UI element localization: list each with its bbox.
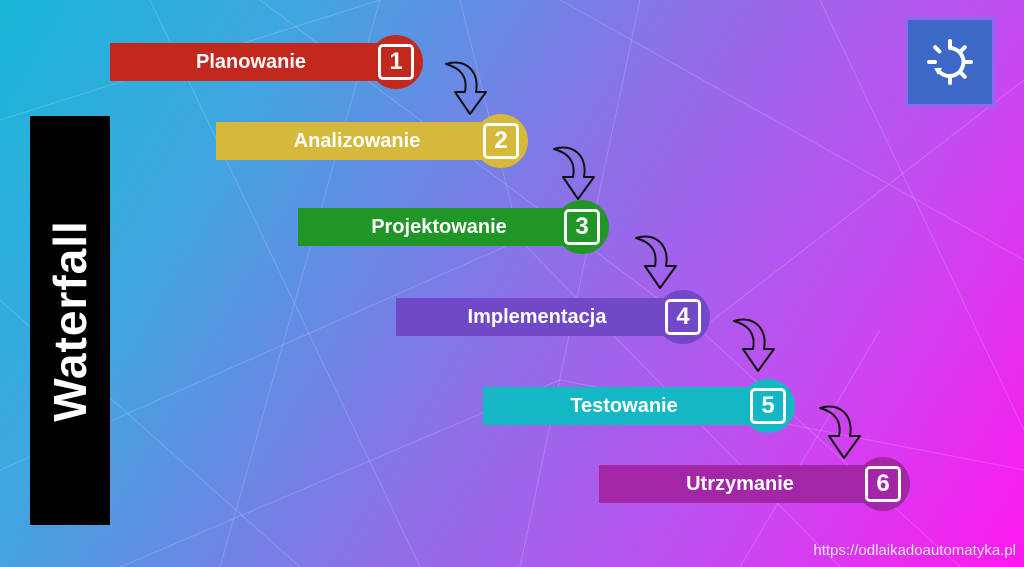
- down-arrow-icon: [635, 235, 677, 289]
- down-arrow-icon: [445, 61, 487, 115]
- stage-label: Projektowanie: [371, 215, 507, 238]
- down-arrow-icon: [553, 146, 595, 200]
- diagram-title: Waterfall: [44, 219, 96, 422]
- stage-number: 5: [750, 388, 786, 424]
- stage-number-badge: 5: [741, 379, 795, 433]
- stage-label: Analizowanie: [293, 129, 421, 152]
- stage-label: Planowanie: [195, 50, 307, 73]
- down-arrow-icon: [733, 318, 775, 372]
- stage-number: 6: [865, 466, 901, 502]
- gear-icon: [927, 39, 973, 85]
- website-url: https://odlaikadoautomatyka.pl: [813, 542, 1016, 559]
- stage-number: 3: [564, 209, 600, 245]
- stage-number-badge: 2: [474, 114, 528, 168]
- stage-number-badge: 1: [369, 35, 423, 89]
- stage-bar-analizowanie: Analizowanie: [216, 122, 498, 160]
- stage-label: Utrzymanie: [686, 472, 794, 495]
- stage-number: 4: [665, 299, 701, 335]
- stage-bar-projektowanie: Projektowanie: [298, 208, 580, 246]
- stage-label: Testowanie: [570, 394, 678, 417]
- stage-bar-planowanie: Planowanie: [110, 43, 392, 81]
- stage-bar-implementacja: Implementacja: [396, 298, 678, 336]
- stage-number: 2: [483, 123, 519, 159]
- stage-number: 1: [378, 44, 414, 80]
- stage-number-badge: 4: [656, 290, 710, 344]
- stage-bar-testowanie: Testowanie: [483, 387, 765, 425]
- logo: [904, 16, 996, 108]
- title-banner: Waterfall: [30, 116, 110, 525]
- down-arrow-icon: [819, 405, 861, 459]
- stage-number-badge: 6: [856, 457, 910, 511]
- stage-bar-utrzymanie: Utrzymanie: [599, 465, 881, 503]
- stage-number-badge: 3: [555, 200, 609, 254]
- stage-label: Implementacja: [467, 305, 607, 328]
